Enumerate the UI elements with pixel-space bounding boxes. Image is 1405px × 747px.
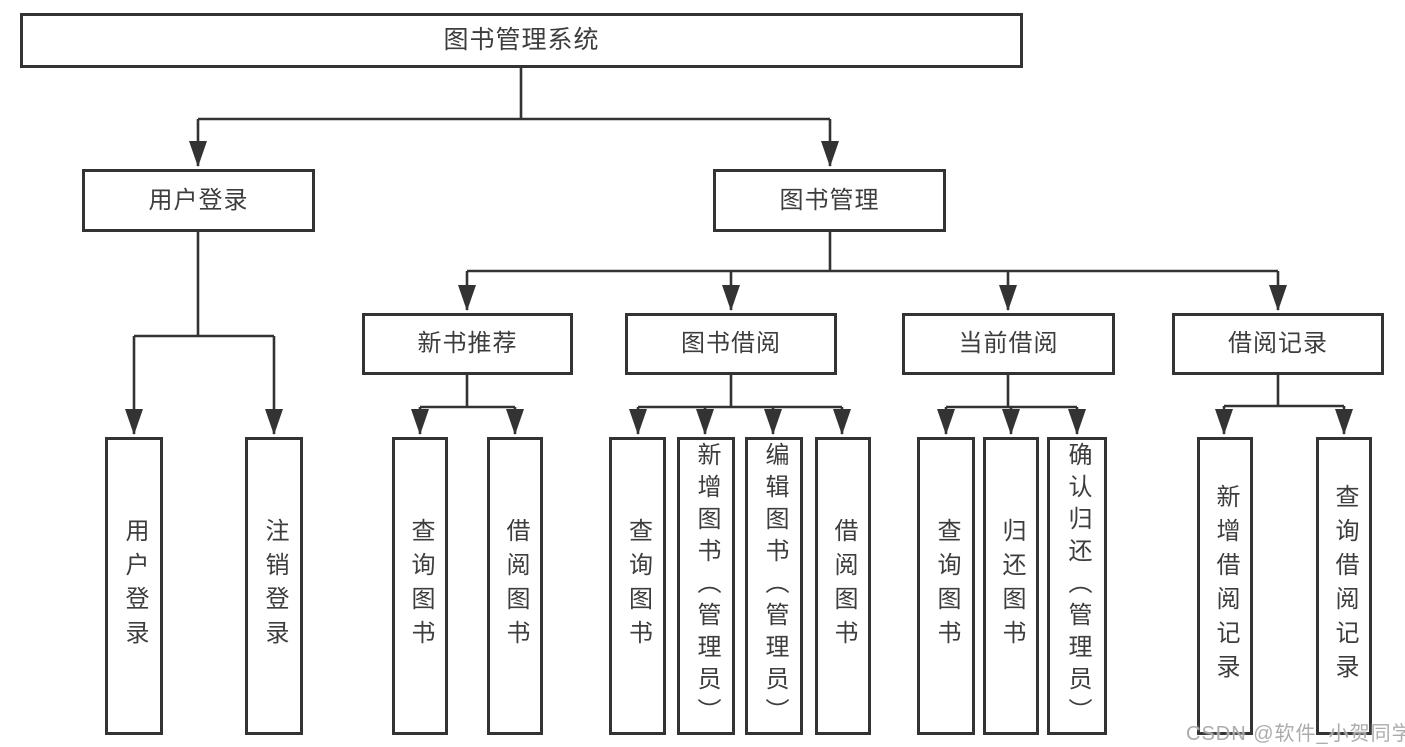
node-label: 用户登录 (121, 518, 148, 654)
edge-newbookrec-trunk (420, 375, 515, 409)
node-label: 注销登录 (261, 518, 288, 654)
leaf-cb-return-books: 归还图书 (983, 437, 1039, 735)
csdn-watermark: CSDN @软件_小贺同学 (1186, 723, 1405, 745)
leaf-bb-edit-books-admin: 编辑图书（管理员） (745, 437, 803, 735)
node-book-management: 图书管理 (713, 169, 946, 232)
node-user-login: 用户登录 (82, 169, 315, 232)
node-label: 借阅图书 (502, 518, 529, 654)
node-label: 新增图书（管理员） (693, 442, 720, 730)
node-label: 图书借阅 (681, 330, 781, 357)
edge-userlogin-trunk (134, 232, 274, 338)
node-label: 新书推荐 (417, 330, 518, 357)
leaf-logout: 注销登录 (245, 437, 303, 735)
node-borrowing-records: 借阅记录 (1172, 313, 1384, 375)
node-label: 查询图书 (933, 518, 960, 654)
node-label: 当前借阅 (958, 330, 1059, 357)
node-current-borrowing: 当前借阅 (902, 313, 1115, 375)
leaf-br-query-record: 查询借阅记录 (1316, 437, 1372, 735)
node-label: 用户登录 (148, 186, 249, 214)
leaf-bb-add-books-admin: 新增图书（管理员） (677, 437, 735, 735)
leaf-nbr-query-books: 查询图书 (392, 437, 448, 735)
leaf-nbr-borrow-books: 借阅图书 (487, 437, 543, 735)
edge-bookmgmt-trunk (467, 232, 1278, 273)
node-label: 图书管理系统 (443, 26, 600, 54)
node-label: 归还图书 (998, 518, 1025, 654)
node-label: 确认归还（管理员） (1064, 442, 1091, 730)
node-label: 查询图书 (624, 518, 652, 654)
leaf-cb-confirm-return-admin: 确认归还（管理员） (1047, 437, 1107, 735)
edge-bookborrow-trunk (638, 375, 842, 409)
node-label: 新增借阅记录 (1212, 484, 1239, 688)
node-library-management-system: 图书管理系统 (20, 13, 1023, 68)
node-book-borrowing: 图书借阅 (625, 313, 837, 375)
edge-root-trunk (198, 68, 830, 121)
edge-currentborrow-trunk (946, 375, 1077, 409)
leaf-user-login: 用户登录 (105, 437, 163, 735)
edge-borrowrecords-trunk (1224, 375, 1344, 408)
leaf-bb-borrow-books: 借阅图书 (815, 437, 871, 735)
leaf-br-add-record: 新增借阅记录 (1197, 437, 1253, 735)
node-label: 查询图书 (407, 518, 434, 654)
leaf-cb-query-books: 查询图书 (917, 437, 975, 735)
node-label: 图书管理 (779, 186, 880, 214)
node-label: 编辑图书（管理员） (761, 442, 788, 730)
node-label: 查询借阅记录 (1331, 484, 1358, 688)
node-label: 借阅记录 (1228, 330, 1328, 357)
node-label: 借阅图书 (830, 518, 857, 654)
node-new-book-recommendation: 新书推荐 (362, 313, 573, 375)
leaf-bb-query-books: 查询图书 (609, 437, 666, 735)
